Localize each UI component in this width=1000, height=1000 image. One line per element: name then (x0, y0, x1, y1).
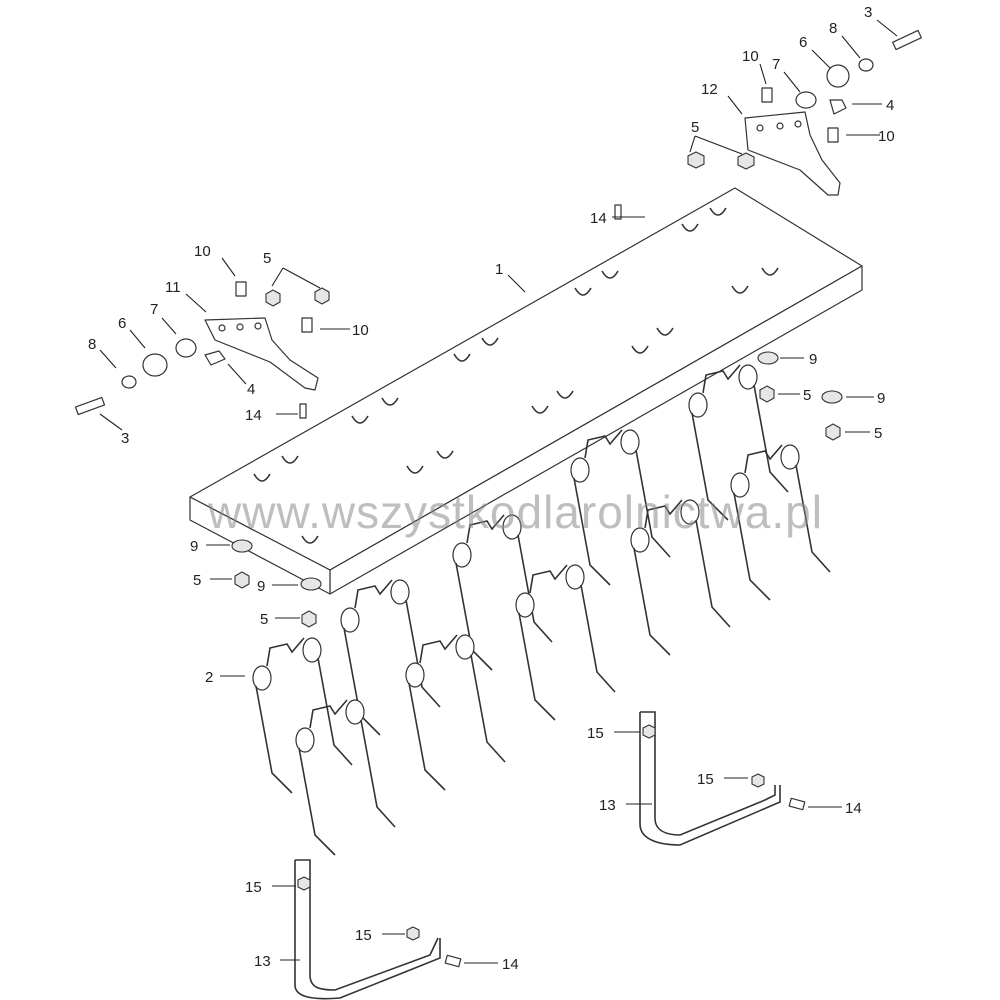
callout-9: 9 (877, 390, 885, 407)
u-bracket-left (294, 859, 462, 1000)
tine-slot (556, 390, 574, 399)
callout-6: 6 (118, 315, 126, 332)
tine-slot (681, 223, 699, 232)
callout-3: 3 (121, 430, 129, 447)
callout-14: 14 (590, 210, 607, 227)
tine-slot (381, 397, 399, 406)
tine-slot (253, 473, 271, 482)
callout-8: 8 (88, 336, 96, 353)
callout-15: 15 (245, 879, 262, 896)
spring-tine (252, 637, 353, 794)
spring-tine (405, 634, 506, 791)
callout-5: 5 (803, 387, 811, 404)
spring-tines (252, 364, 831, 856)
tine-slot (351, 415, 369, 424)
callout-10: 10 (352, 322, 369, 339)
bracket-right (687, 29, 922, 196)
callout-1: 1 (495, 261, 503, 278)
callout-8: 8 (829, 20, 837, 37)
spring-tine (295, 699, 396, 856)
tine-slot (631, 345, 649, 354)
bracket-left (74, 204, 622, 419)
callout-9: 9 (809, 351, 817, 368)
callout-3: 3 (864, 4, 872, 21)
leader-lines (99, 19, 898, 964)
callout-2: 2 (205, 669, 213, 686)
callout-4: 4 (247, 381, 255, 398)
spring-tine (688, 364, 789, 521)
callout-10: 10 (742, 48, 759, 65)
callout-5: 5 (260, 611, 268, 628)
spring-tine (515, 564, 616, 721)
tine-slot (709, 207, 727, 216)
washers-and-nuts (231, 351, 843, 628)
callout-10: 10 (194, 243, 211, 260)
u-bracket-right (639, 711, 806, 846)
callout-9: 9 (257, 578, 265, 595)
callout-4: 4 (886, 97, 894, 114)
callout-11: 11 (165, 279, 181, 296)
tine-slot (531, 405, 549, 414)
tine-slot (731, 285, 749, 294)
callout-14: 14 (845, 800, 862, 817)
watermark: www.wszystkodlarolnictwa.pl (207, 486, 823, 538)
callout-13: 13 (254, 953, 271, 970)
spring-tine (730, 444, 831, 601)
callout-15: 15 (355, 927, 372, 944)
callout-14: 14 (502, 956, 519, 973)
callout-7: 7 (772, 56, 780, 73)
callout-14: 14 (245, 407, 262, 424)
callout-9: 9 (190, 538, 198, 555)
callout-15: 15 (697, 771, 714, 788)
tine-slot (436, 450, 454, 459)
tine-slot (761, 267, 779, 276)
tine-slot (281, 455, 299, 464)
tine-slot (453, 353, 471, 362)
spring-tine (630, 499, 731, 656)
callout-5: 5 (874, 425, 882, 442)
spring-tine (570, 429, 671, 586)
callout-15: 15 (587, 725, 604, 742)
callout-10: 10 (878, 128, 895, 145)
callout-12: 12 (701, 81, 718, 98)
tine-bar-frame (189, 187, 863, 595)
callout-13: 13 (599, 797, 616, 814)
tine-slot (301, 535, 319, 544)
callout-labels: 3 8 6 10 7 12 4 5 10 14 1 10 5 11 10 7 6… (88, 4, 895, 973)
tine-slot (481, 337, 499, 346)
callout-5: 5 (263, 250, 271, 267)
spring-tine (340, 579, 441, 736)
tine-slot (574, 287, 592, 296)
callout-7: 7 (150, 301, 158, 318)
callout-5: 5 (691, 119, 699, 136)
tine-slot (656, 327, 674, 336)
tine-slot (406, 465, 424, 474)
tine-slot (601, 270, 619, 279)
callout-5: 5 (193, 572, 201, 589)
callout-6: 6 (799, 34, 807, 51)
